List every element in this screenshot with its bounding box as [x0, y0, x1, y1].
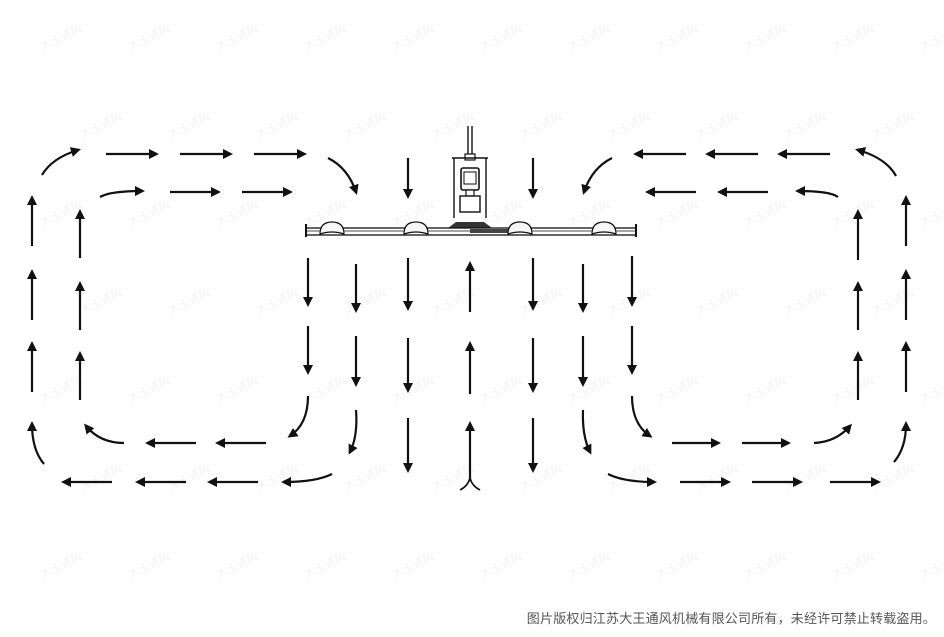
blade-hub-icon — [507, 221, 533, 235]
arrow-icon-bottom-right-corner — [893, 421, 911, 463]
watermark-text: 大王通风 — [870, 285, 916, 316]
watermark-text: 大王通风 — [342, 461, 388, 492]
arrow-icon-top-left-outer — [41, 147, 81, 176]
watermark-text: 大王通风 — [430, 109, 476, 140]
arrow-icon-bottom-left-outer — [281, 473, 333, 487]
watermark-text: 大王通风 — [390, 21, 436, 52]
airflow-arrows — [27, 147, 911, 491]
arrow-icon-bottom-right-inner — [813, 423, 852, 445]
watermark-text: 大王通风 — [606, 109, 652, 140]
arrow-icon-top-center — [327, 157, 359, 195]
watermark-text: 大王通风 — [302, 549, 348, 580]
watermark-text: 大王通风 — [478, 373, 524, 404]
watermark-text: 大王通风 — [918, 21, 944, 52]
watermark-text: 大王通风 — [918, 373, 944, 404]
watermark-text: 大王通风 — [254, 285, 300, 316]
arrow-icon-bottom-left-corner — [27, 421, 45, 465]
watermark-text: 大王通风 — [654, 549, 700, 580]
watermark-text: 大王通风 — [742, 549, 788, 580]
updraft-origin-icon — [459, 477, 481, 491]
watermark-text: 大王通风 — [214, 373, 260, 404]
watermark-text: 大王通风 — [654, 373, 700, 404]
watermark-text: 大王通风 — [166, 285, 212, 316]
watermark-text: 大王通风 — [390, 373, 436, 404]
watermark-text: 大王通风 — [830, 21, 876, 52]
arrow-icon-top-left-inner — [99, 186, 145, 198]
arrow-icon-downdraft — [348, 409, 358, 455]
watermark-text: 大王通风 — [126, 197, 172, 228]
watermark-text: 大王通风 — [126, 549, 172, 580]
watermark-text: 大王通风 — [78, 109, 124, 140]
watermark-text: 大王通风 — [166, 109, 212, 140]
watermark-text: 大王通风 — [518, 109, 564, 140]
arrow-icon-downdraft — [581, 409, 592, 455]
watermark-text: 大王通风 — [254, 461, 300, 492]
watermark-text: 大王通风 — [78, 461, 124, 492]
arrow-icon-bottom-left-inner — [84, 423, 125, 445]
watermark-text: 大王通风 — [214, 197, 260, 228]
watermark-text: 大王通风 — [342, 109, 388, 140]
watermark-text: 大王通风 — [566, 549, 612, 580]
watermark-text: 大王通风 — [694, 285, 740, 316]
watermark-text: 大王通风 — [390, 549, 436, 580]
watermark-text: 大王通风 — [830, 549, 876, 580]
watermark-text: 大王通风 — [126, 373, 172, 404]
arrow-icon-downdraft — [287, 395, 310, 438]
blade-hub-icon — [591, 221, 617, 235]
watermark-text: 大王通风 — [742, 197, 788, 228]
watermark-text: 大王通风 — [38, 21, 84, 52]
watermark-text: 大王通风 — [566, 21, 612, 52]
arrow-icon-top-right-outer — [855, 147, 897, 177]
watermark-text: 大王通风 — [782, 461, 828, 492]
watermark-text: 大王通风 — [478, 21, 524, 52]
arrow-icon-top-center — [581, 157, 613, 195]
watermark-text: 大王通风 — [78, 285, 124, 316]
watermark-text: 大王通风 — [38, 373, 84, 404]
watermark-text: 大王通风 — [654, 197, 700, 228]
watermark-text: 大王通风 — [518, 285, 564, 316]
watermark-text: 大王通风 — [214, 549, 260, 580]
watermark-text: 大王通风 — [606, 285, 652, 316]
arrow-icon-top-right-inner — [795, 186, 839, 198]
watermark-text: 大王通风 — [126, 21, 172, 52]
watermark-text: 大王通风 — [518, 461, 564, 492]
watermark-text: 大王通风 — [694, 109, 740, 140]
watermark-text: 大王通风 — [918, 549, 944, 580]
ceiling-fan-icon — [305, 126, 637, 237]
watermark-text: 大王通风 — [830, 197, 876, 228]
watermark-text: 大王通风 — [830, 373, 876, 404]
watermark-text: 大王通风 — [742, 373, 788, 404]
watermark-text: 大王通风 — [870, 461, 916, 492]
watermark-text: 大王通风 — [782, 285, 828, 316]
watermark-text: 大王通风 — [742, 21, 788, 52]
watermark-text: 大王通风 — [38, 549, 84, 580]
watermark-text: 大王通风 — [566, 373, 612, 404]
watermark-text: 大王通风 — [694, 461, 740, 492]
watermark-text: 大王通风 — [302, 21, 348, 52]
watermark-text: 大王通风 — [654, 21, 700, 52]
blade-hub-icon — [403, 221, 429, 235]
watermark-text: 大王通风 — [214, 21, 260, 52]
watermark-text: 大王通风 — [870, 109, 916, 140]
watermark-layer: 大王通风大王通风大王通风大王通风大王通风大王通风大王通风大王通风大王通风大王通风… — [38, 21, 944, 580]
arrow-icon-bottom-right-outer — [607, 473, 657, 487]
watermark-text: 大王通风 — [478, 549, 524, 580]
copyright-notice: 图片版权归江苏大王通风机械有限公司所有，未经许可禁止转载盗用。 — [526, 612, 936, 627]
watermark-text: 大王通风 — [38, 197, 84, 228]
arrow-icon-downdraft — [630, 395, 653, 438]
watermark-text: 大王通风 — [782, 109, 828, 140]
watermark-text: 大王通风 — [342, 285, 388, 316]
watermark-text: 大王通风 — [918, 197, 944, 228]
watermark-text: 大王通风 — [166, 461, 212, 492]
watermark-text: 大王通风 — [254, 109, 300, 140]
blade-hub-icon — [319, 221, 345, 235]
